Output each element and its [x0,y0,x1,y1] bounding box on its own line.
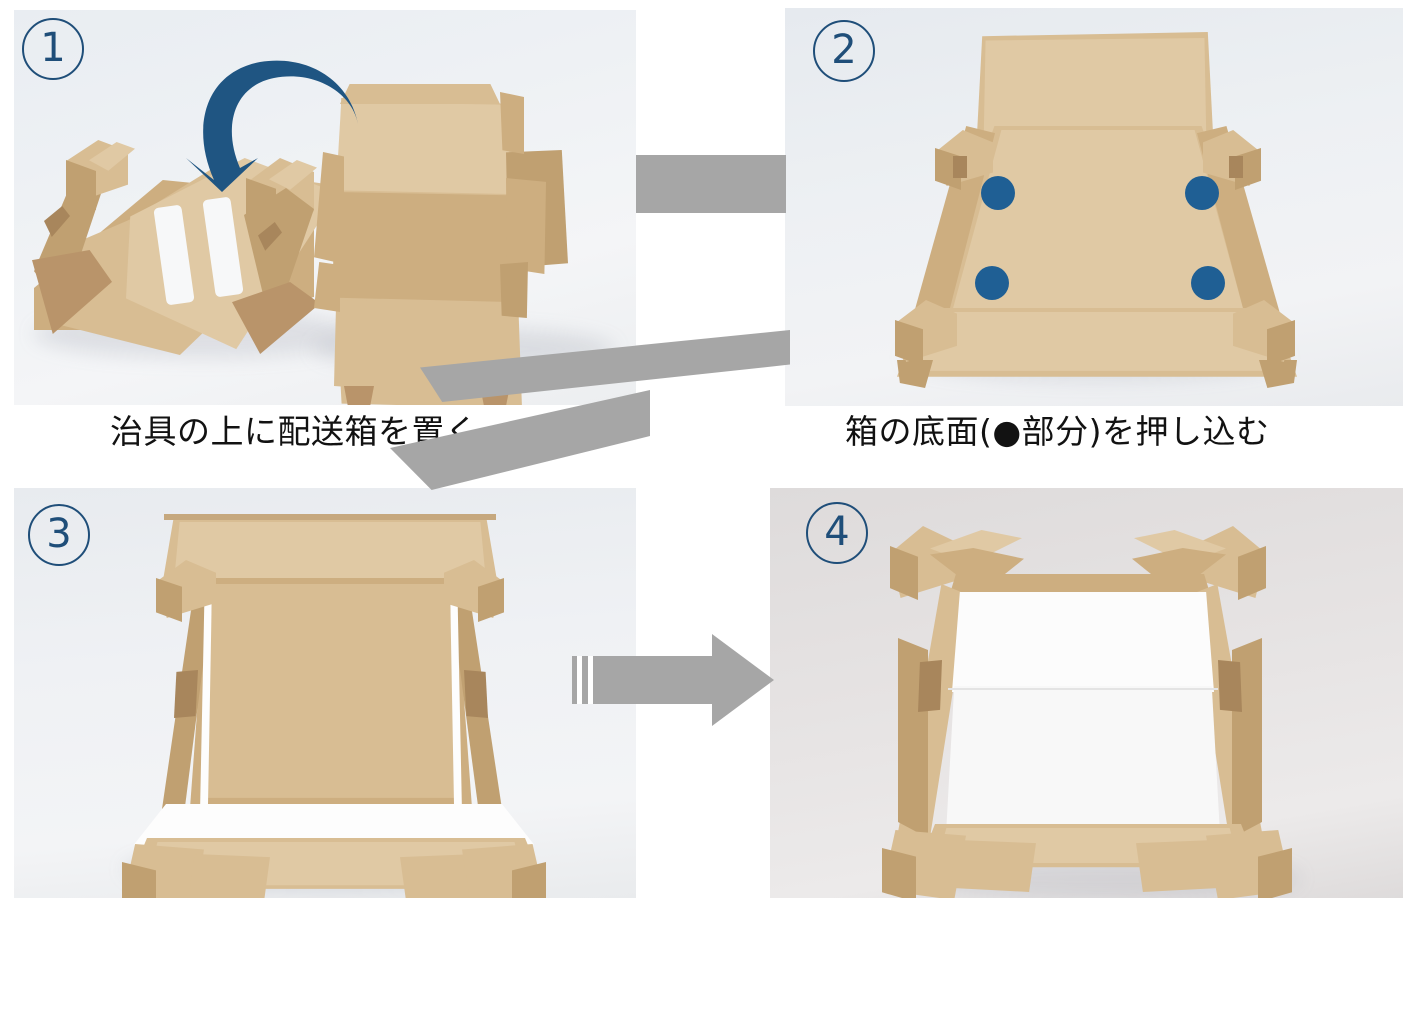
step-4-photo [770,488,1403,898]
arrow-tail-stripe [588,656,593,704]
step-1-photo [14,10,636,405]
step-number-3: 3 [28,504,90,566]
press-point-dot [1185,176,1219,210]
press-point-dot [981,176,1015,210]
step-number-2: 2 [813,20,875,82]
press-point-dot [1191,266,1225,300]
connector-step1-to-step2 [636,155,786,213]
step-caption-2: 箱の底面(●部分)を押し込む [845,412,1270,451]
step-number-4: 4 [806,502,868,564]
arrow-tail-stripe [577,656,582,704]
press-point-dot [975,266,1009,300]
step-3-photo [14,488,636,898]
step-number-1: 1 [22,18,84,80]
step-panel-4: 4 フタをして送り状封緘をし、 治具から取り出して完成！ [770,480,1403,1019]
step-panel-3: 3 箱の形になるので、商品を入れる [0,480,700,1019]
step-panel-2: 2 箱の底面(●部分)を押し込む [785,0,1403,478]
arrow-head-icon [712,634,774,726]
curved-down-arrow-icon [186,60,358,192]
step-panel-1: 1 治具の上に配送箱を置く [0,0,700,478]
connector-step3-to-step4 [572,630,792,730]
arrow-shaft [572,656,724,704]
step-2-photo [785,8,1403,406]
